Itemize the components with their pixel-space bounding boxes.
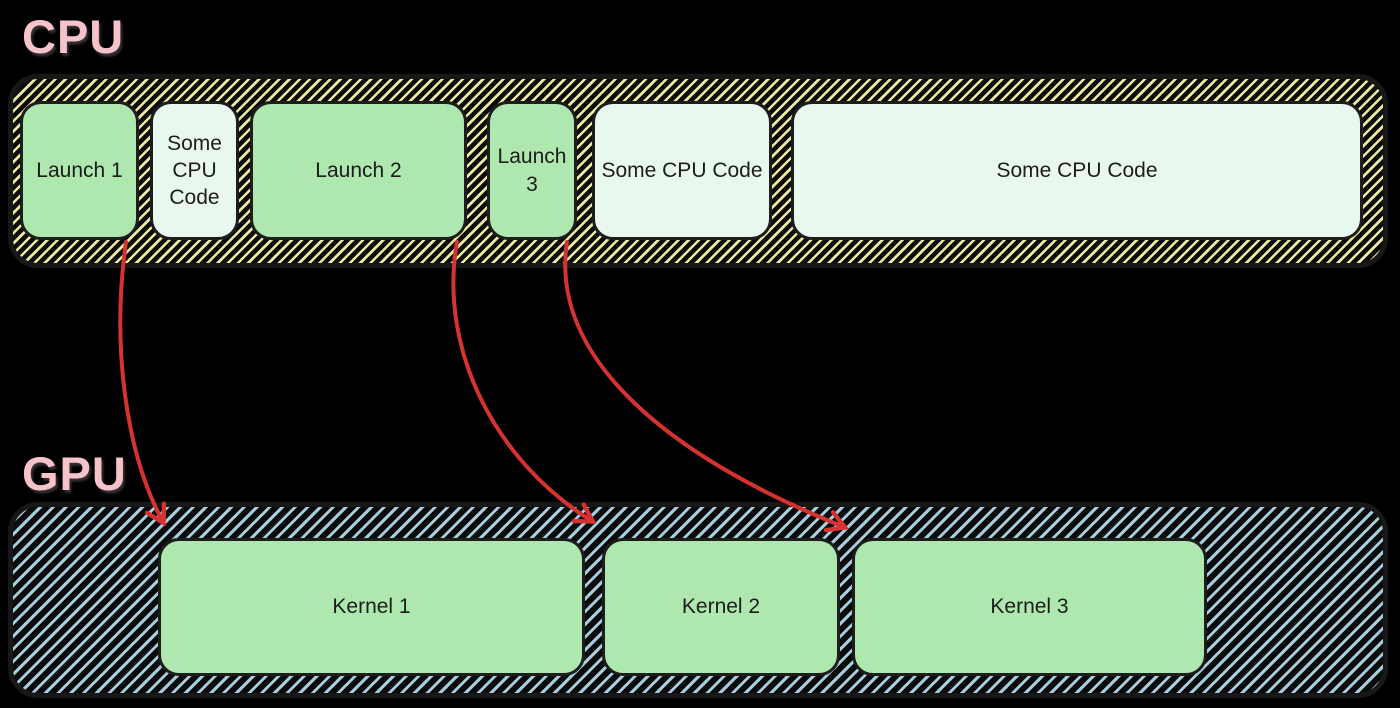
- block-cpu-code-1-label: Some CPU Code: [167, 131, 222, 210]
- block-kernel-1: Kernel 1: [158, 538, 585, 676]
- block-launch-3-label: Launch 3: [497, 145, 567, 196]
- block-kernel-2: Kernel 2: [602, 538, 840, 676]
- block-kernel-2-label: Kernel 2: [681, 595, 761, 619]
- block-kernel-3-label: Kernel 3: [990, 595, 1069, 619]
- block-launch-2-label: Launch 2: [315, 158, 402, 182]
- block-launch-1: Launch 1: [20, 101, 139, 240]
- block-launch-1-label: Launch 1: [36, 158, 123, 182]
- block-cpu-code-1: Some CPU Code: [150, 101, 239, 240]
- cpu-label: CPU: [22, 10, 125, 63]
- block-cpu-code-3-label: Some CPU Code: [996, 158, 1158, 182]
- block-kernel-3: Kernel 3: [852, 538, 1207, 676]
- block-kernel-1-label: Kernel 1: [332, 595, 411, 619]
- block-cpu-code-3: Some CPU Code: [791, 101, 1363, 240]
- gpu-label: GPU: [22, 447, 127, 500]
- block-cpu-code-2-label: Some CPU Code: [601, 158, 763, 182]
- block-launch-3: Launch 3: [487, 101, 577, 240]
- block-launch-2: Launch 2: [250, 101, 467, 240]
- block-cpu-code-2: Some CPU Code: [592, 101, 772, 240]
- arrow-launch-2-to-kernel-2: [451, 240, 592, 521]
- arrow-launch-3-to-kernel-3: [563, 240, 844, 527]
